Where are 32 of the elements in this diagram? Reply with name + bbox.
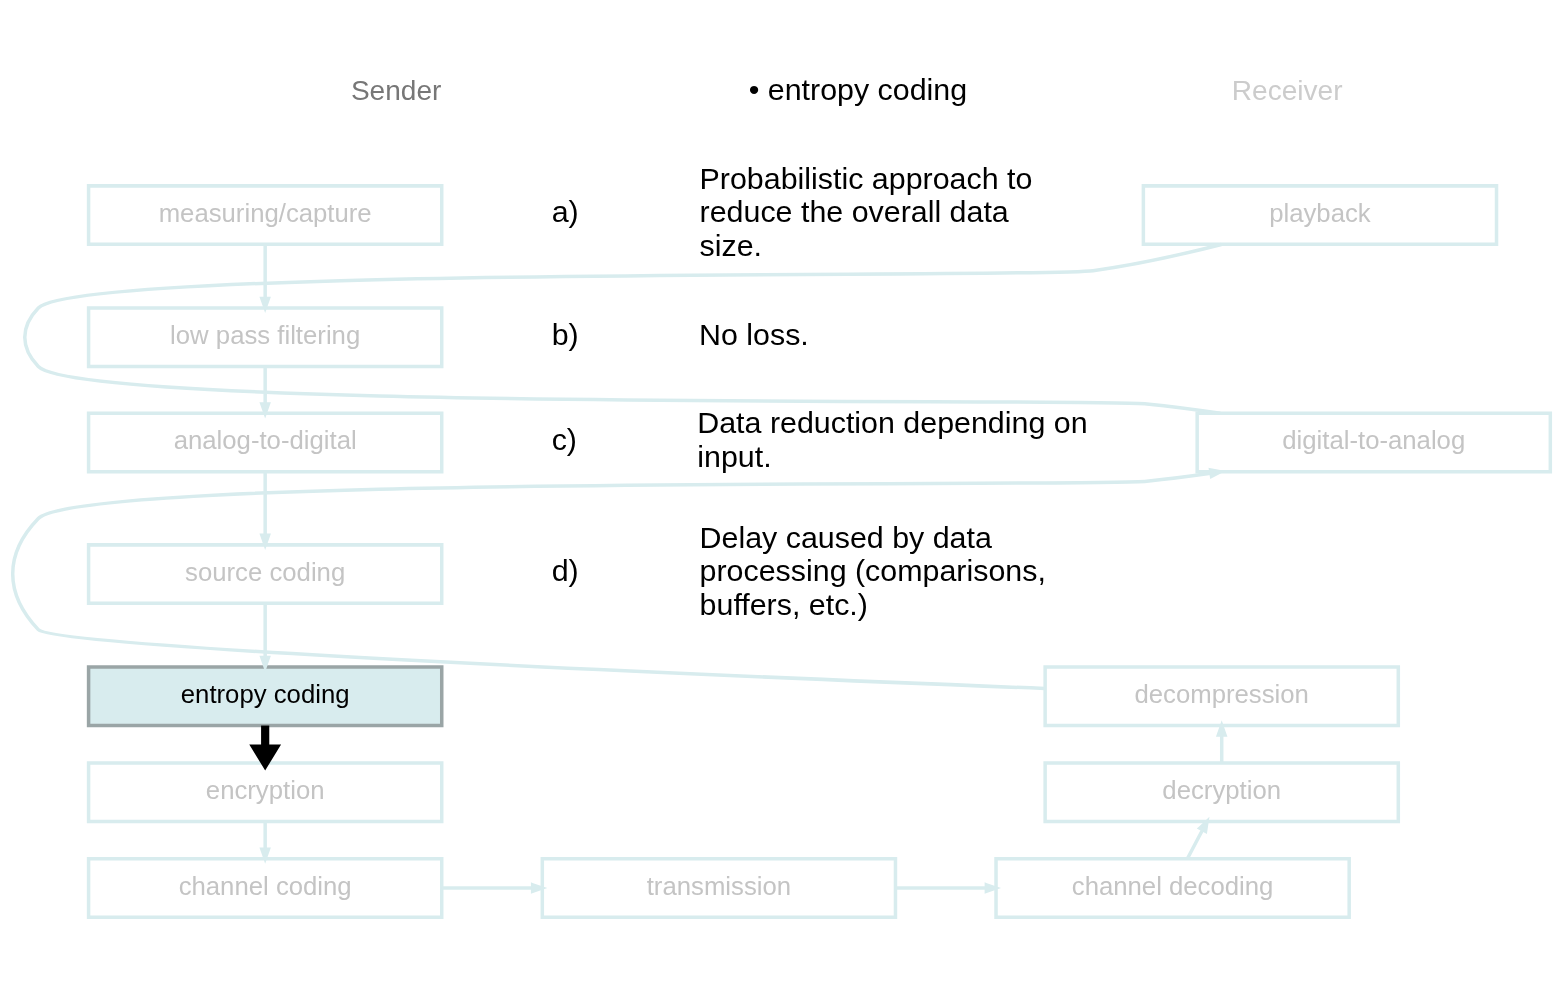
node-box: channel decoding [994, 857, 1351, 920]
label: Delay caused by data processing (comparisons, buffers, etc.) [699, 519, 1046, 622]
node-box: transmission [540, 857, 898, 920]
arrow [259, 366, 271, 419]
node-box: entropy coding [86, 665, 444, 728]
label: Data reduction depending on input. [697, 404, 1088, 473]
node-box: playback [1141, 184, 1499, 247]
node-box: measuring/capture [86, 184, 444, 247]
node-box: low pass filtering [86, 306, 444, 369]
arrow [1215, 720, 1228, 763]
node-box: channel coding [86, 857, 444, 920]
label: • entropy coding [748, 72, 968, 107]
arrow [895, 882, 1002, 894]
label: Sender [350, 75, 442, 107]
node-box: source coding [86, 543, 444, 606]
label: b) [551, 316, 579, 351]
label: d) [551, 553, 579, 588]
arrow [259, 472, 271, 550]
node-box: encryption [86, 761, 444, 824]
label: Probabilistic approach to reduce the overall data size. [699, 160, 1033, 263]
arrow [249, 725, 282, 771]
node-box: decryption [1043, 761, 1401, 824]
arrow [441, 882, 548, 894]
node-box: digital-to-analog [1195, 411, 1553, 474]
label: a) [551, 194, 579, 229]
node-box: analog-to-digital [86, 411, 444, 474]
arrow [259, 821, 271, 864]
label: No loss. [699, 316, 809, 351]
node-box: decompression [1043, 665, 1401, 728]
label: c) [551, 421, 577, 456]
arrow [1185, 816, 1210, 860]
arrow [259, 244, 271, 314]
